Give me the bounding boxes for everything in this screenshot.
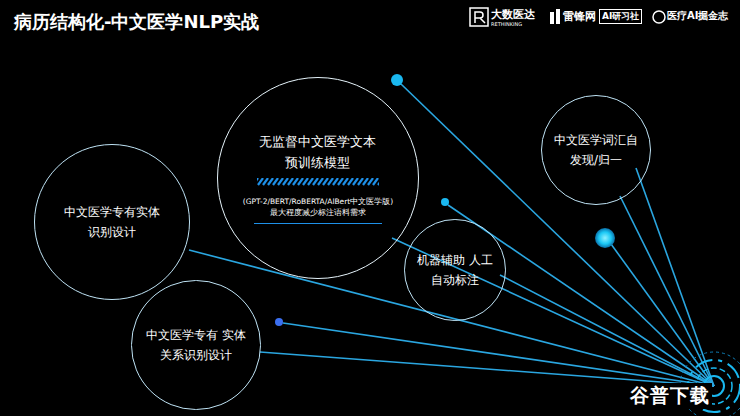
node-text: (GPT-2/BERT/RoBERTA/AlBert中文医学版) <box>230 196 405 207</box>
relation-circle: 中文医学专有 实体关系识别设计 <box>131 280 260 409</box>
node-text: 无监督中文医学文本 预训练模型 <box>253 132 383 174</box>
logo-subtext: RETHINKING <box>491 21 522 27</box>
logo-text: AI研习社 <box>599 9 642 24</box>
node-text: 最大程度减少标注语料需求 <box>230 207 405 218</box>
node-text: 中文医学专有 实体关系识别设计 <box>141 325 251 366</box>
logo-text: 大数医达 <box>491 7 535 22</box>
watermark: 谷普下载 <box>628 383 712 409</box>
pretrain-circle: 无监督中文医学文本 预训练模型 (GPT-2/BERT/RoBERTA/AlBer… <box>217 77 419 279</box>
node-text: 机器辅助 人工自动标注 <box>415 250 495 291</box>
logo-text: 雷锋网 <box>563 9 596 24</box>
node-text: 中文医学词汇自 发现/归一 <box>551 130 641 171</box>
entity-circle: 中文医学专有实体 识别设计 <box>34 144 190 300</box>
node-text: 中文医学专有实体 识别设计 <box>57 202 167 243</box>
logo-mark <box>470 8 665 26</box>
ray-lines <box>189 84 714 386</box>
under-line <box>254 223 382 224</box>
striped-bar <box>257 178 379 188</box>
logo-text: 医疗AI掘金志 <box>667 9 728 23</box>
slide-title: 病历结构化-中文医学NLP实战 <box>14 10 259 34</box>
annotation-circle: 机器辅助 人工自动标注 <box>404 219 506 321</box>
vocab-circle: 中文医学词汇自 发现/归一 <box>541 95 652 206</box>
